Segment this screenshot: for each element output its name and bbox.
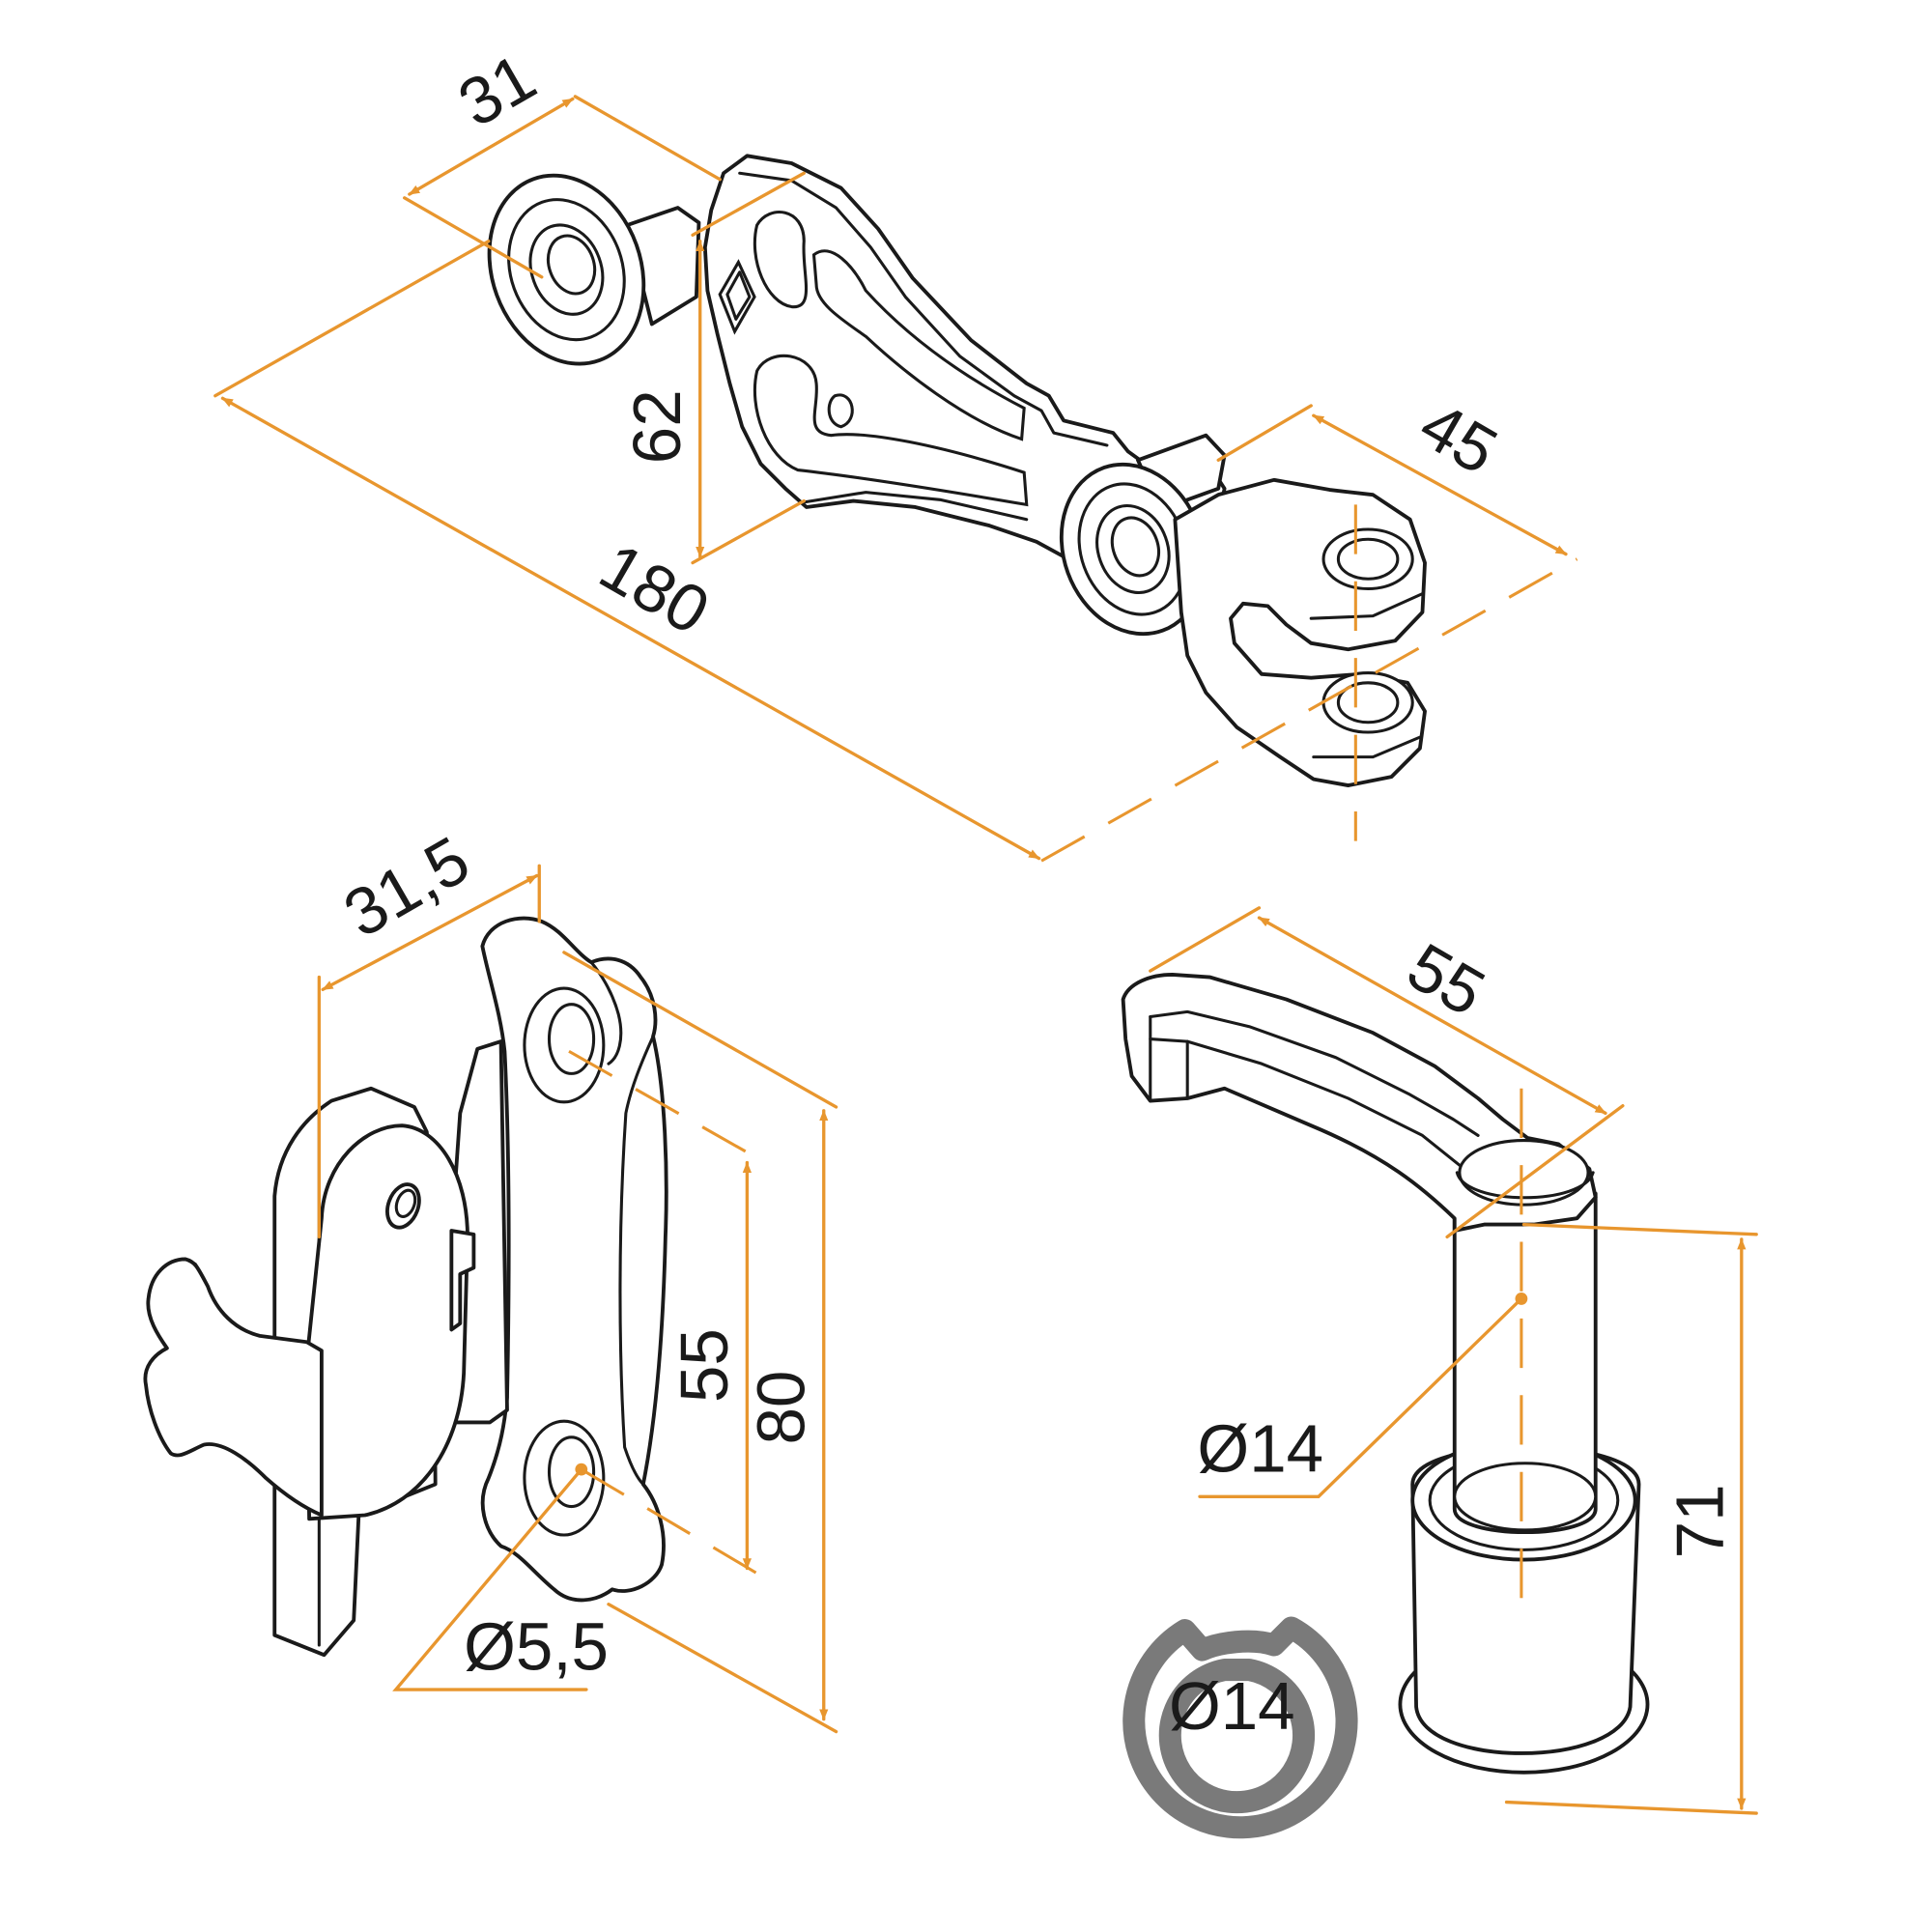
dim-label-45: 45 — [1407, 386, 1510, 489]
dim-label-31: 31 — [445, 39, 548, 141]
dim-label-71: 71 — [1662, 1484, 1738, 1558]
crank-arm-fork — [1173, 477, 1427, 787]
dim-label-80: 80 — [743, 1371, 818, 1445]
crank-arm-part — [487, 154, 1427, 787]
crank-handle-part — [1121, 973, 1650, 1775]
wall-holder-bottom-hole — [523, 1419, 606, 1537]
dim-label-d14: Ø14 — [1197, 1411, 1323, 1487]
dim-label-d5-5: Ø5,5 — [464, 1609, 609, 1685]
crank-handle-dimensions: 55 Ø14 71 — [1149, 906, 1758, 1815]
wall-holder-top-hole — [523, 986, 606, 1104]
dim-line-55-handle — [1257, 916, 1607, 1116]
profile-badge-label: Ø14 — [1169, 1668, 1295, 1744]
dim-line-31-5 — [321, 873, 539, 991]
dim-label-55-holder: 55 — [667, 1328, 742, 1403]
dim-label-62: 62 — [619, 389, 695, 464]
dim-label-55-handle: 55 — [1395, 928, 1497, 1031]
profile-badge: Ø14 — [1122, 1616, 1358, 1839]
wall-holder-part — [143, 916, 668, 1658]
dim-label-31-5: 31,5 — [331, 821, 482, 952]
crank-arm-knob — [487, 173, 646, 366]
dim-line-180 — [220, 396, 1041, 861]
dim-line-45 — [1312, 413, 1568, 556]
crank-handle-shaft — [1452, 1191, 1598, 1534]
square-profile-icon — [1122, 1616, 1358, 1839]
dim-label-180: 180 — [587, 528, 722, 649]
dim-line-31 — [408, 97, 575, 196]
wall-holder-plate — [480, 916, 668, 1603]
